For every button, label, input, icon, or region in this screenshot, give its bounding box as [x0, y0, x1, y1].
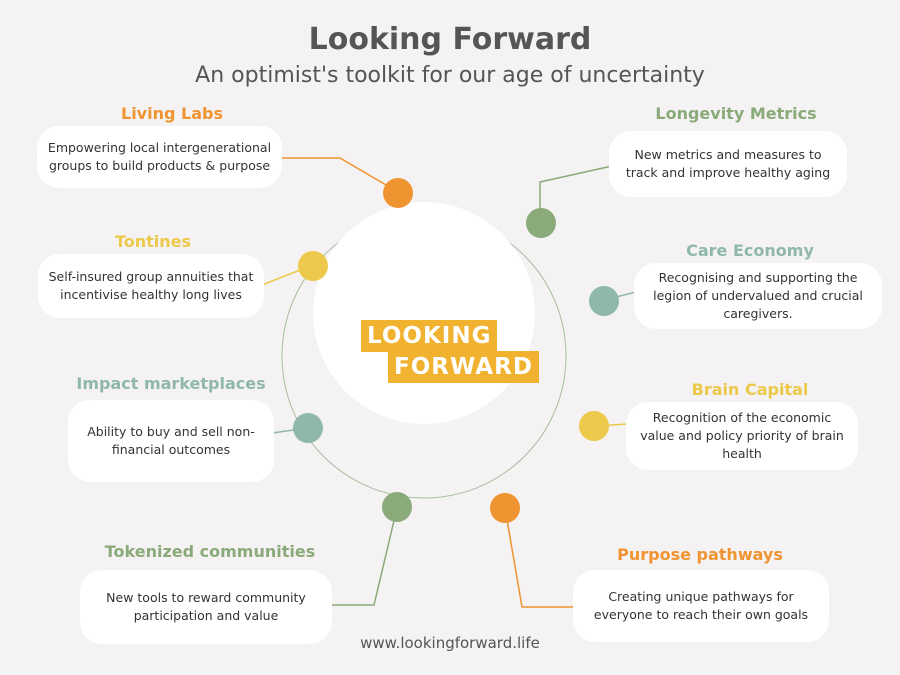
node-purpose-pathways	[490, 493, 520, 523]
node-care-economy	[589, 286, 619, 316]
card-purpose-pathways: Creating unique pathways for everyone to…	[573, 570, 829, 642]
node-tontines	[298, 251, 328, 281]
connector-tokenized-communities	[332, 507, 398, 606]
card-brain-capital: Recognition of the economic value and po…	[626, 402, 858, 470]
card-care-economy: Recognising and supporting the legion of…	[634, 263, 882, 329]
heading-impact-marketplaces: Impact marketplaces	[76, 374, 266, 393]
page-title: Looking Forward	[308, 22, 592, 57]
node-longevity-metrics	[526, 208, 556, 238]
heading-purpose-pathways: Purpose pathways	[617, 545, 783, 564]
heading-brain-capital: Brain Capital	[691, 380, 809, 399]
heading-tokenized-communities: Tokenized communities	[104, 542, 316, 561]
heading-living-labs: Living Labs	[121, 104, 223, 123]
node-living-labs	[383, 178, 413, 208]
center-circle	[313, 202, 535, 424]
heading-longevity-metrics: Longevity Metrics	[655, 104, 817, 123]
node-tokenized-communities	[382, 492, 412, 522]
card-longevity-metrics: New metrics and measures to track and im…	[609, 131, 847, 197]
footer-url: www.lookingforward.life	[360, 634, 540, 652]
heading-care-economy: Care Economy	[686, 241, 814, 260]
card-tontines: Self-insured group annuities that incent…	[38, 254, 264, 318]
node-impact-marketplaces	[293, 413, 323, 443]
card-living-labs: Empowering local intergenerational group…	[37, 126, 282, 188]
card-tokenized-communities: New tools to reward community participat…	[80, 570, 332, 644]
logo-line-1: LOOKING	[361, 320, 498, 352]
node-brain-capital	[579, 411, 609, 441]
connector-purpose-pathways	[504, 507, 574, 608]
page-subtitle: An optimist's toolkit for our age of unc…	[195, 63, 705, 88]
heading-tontines: Tontines	[114, 232, 192, 251]
connector-living-labs	[280, 157, 399, 193]
logo-line-2: FORWARD	[388, 351, 539, 383]
card-impact-marketplaces: Ability to buy and sell non-financial ou…	[68, 400, 274, 482]
